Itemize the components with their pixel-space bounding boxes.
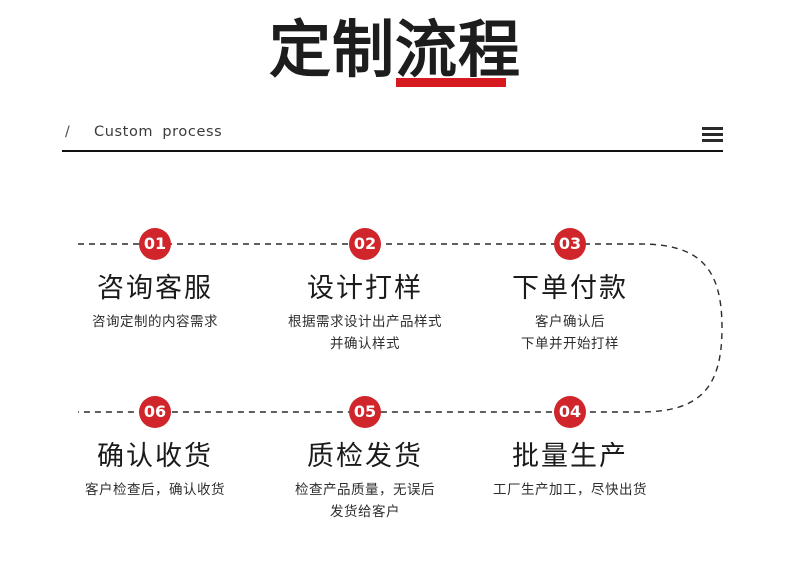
step-desc-line: 根据需求设计出产品样式 [288,314,442,330]
step-title-02: 设计打样 [307,273,423,304]
step-title-04: 批量生产 [512,441,628,472]
step-badge-02[interactable]: 02 [349,228,381,260]
page-title: 定制流程 [268,13,521,86]
step-badge-03[interactable]: 03 [554,228,586,260]
step-01: 咨询客服咨询定制的内容需求 [40,272,270,333]
step-desc-04: 工厂生产加工，尽快出货 [455,479,685,501]
step-desc-01: 咨询定制的内容需求 [40,311,270,333]
step-badge-05[interactable]: 05 [349,396,381,428]
step-03: 下单付款客户确认后下单并开始打样 [455,272,685,355]
step-desc-line: 工厂生产加工，尽快出货 [493,482,647,498]
step-badge-06[interactable]: 06 [139,396,171,428]
hamburger-menu-icon[interactable] [702,127,723,142]
step-desc-line: 客户确认后 [535,314,605,330]
header-divider [62,150,723,152]
step-06: 确认收货客户检查后，确认收货 [40,440,270,501]
step-title-06: 确认收货 [97,441,213,472]
hamburger-bar-3 [702,139,723,142]
subtitle-row: / Custom process [62,122,724,150]
title-accent-underline [396,78,506,87]
step-badge-04[interactable]: 04 [554,396,586,428]
step-desc-line: 并确认样式 [330,336,400,352]
step-desc-02: 根据需求设计出产品样式并确认样式 [250,311,480,355]
step-05: 质检发货检查产品质量，无误后发货给客户 [250,440,480,523]
hamburger-bar-1 [702,127,723,130]
step-desc-06: 客户检查后，确认收货 [40,479,270,501]
step-desc-line: 客户检查后，确认收货 [85,482,225,498]
step-title-05: 质检发货 [307,441,423,472]
hamburger-bar-2 [702,133,723,136]
step-desc-05: 检查产品质量，无误后发货给客户 [250,479,480,523]
step-desc-line: 检查产品质量，无误后 [295,482,435,498]
page-title-block: 定制流程 [0,14,790,94]
step-title-03: 下单付款 [512,273,628,304]
step-desc-line: 下单并开始打样 [521,336,619,352]
subtitle-text: Custom process [94,124,223,140]
step-desc-line: 咨询定制的内容需求 [92,314,218,330]
step-desc-03: 客户确认后下单并开始打样 [455,311,685,355]
step-02: 设计打样根据需求设计出产品样式并确认样式 [250,272,480,355]
step-desc-line: 发货给客户 [330,504,400,520]
step-title-01: 咨询客服 [97,273,213,304]
subtitle-slash: / [65,124,70,140]
step-badge-01[interactable]: 01 [139,228,171,260]
step-04: 批量生产工厂生产加工，尽快出货 [455,440,685,501]
